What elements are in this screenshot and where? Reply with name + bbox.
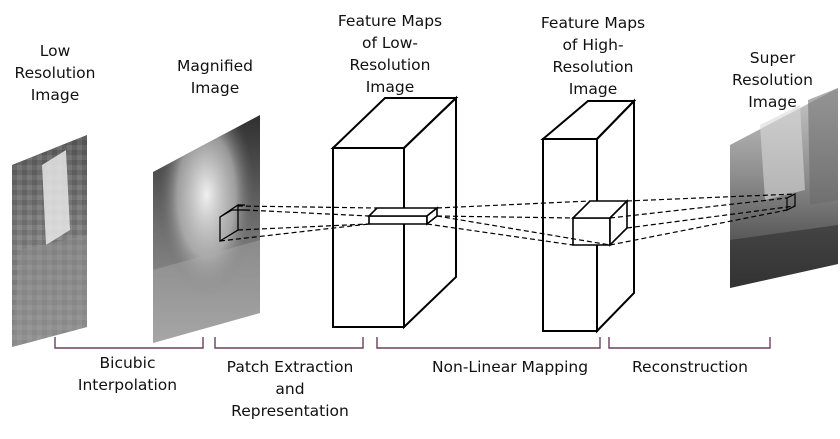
magnified-image [153, 115, 260, 343]
stage-nonlinear-label: Non-Linear Mapping [431, 358, 589, 376]
super-resolution-image [730, 88, 838, 288]
feature-maps-high-res-volume [540, 98, 637, 334]
feature-maps-high-res-cube [571, 199, 629, 247]
feature-maps-low-res-slab [367, 206, 440, 226]
projection-lines [219, 193, 796, 246]
bracket-nonlinear [376, 337, 601, 349]
stage-brackets [54, 337, 771, 349]
bracket-patch [214, 337, 364, 349]
bracket-recon [608, 337, 771, 349]
low-resolution-image [12, 135, 87, 347]
stage-recon-label: Reconstruction [631, 358, 748, 376]
bracket-bicubic [54, 337, 204, 349]
feature-maps-low-res-volume [330, 95, 459, 330]
